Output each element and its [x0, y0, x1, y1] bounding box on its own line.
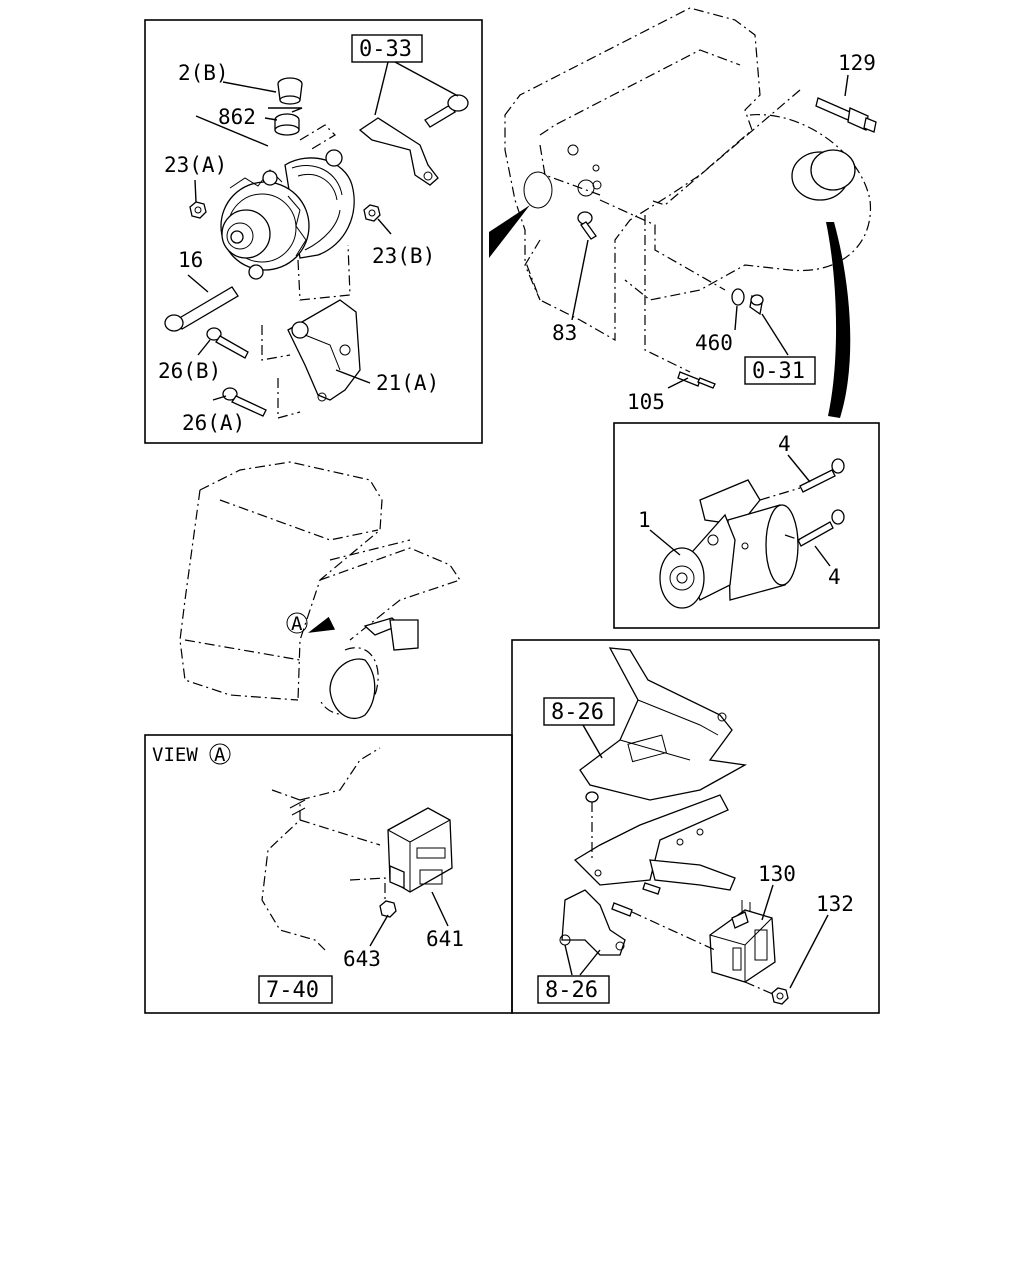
- callout-0-31: 0-31: [752, 359, 805, 384]
- starter-panel: [613, 422, 880, 629]
- callout-a-marker: A: [291, 613, 303, 635]
- view-a-panel-border: [144, 734, 513, 1014]
- ref-box-8-26-bottom: [537, 975, 610, 1004]
- alternator-drawing: [220, 149, 355, 280]
- callout-643: 643: [343, 947, 381, 971]
- callout-862: 862: [218, 105, 256, 129]
- callout-26b: 26(B): [158, 359, 221, 383]
- ref-box-0-31: [744, 356, 816, 385]
- ref-box-7-40: [258, 975, 333, 1004]
- cap-2b: [277, 77, 303, 105]
- bolt-4-bottom: [797, 509, 845, 547]
- bolt-bracket-2: [611, 882, 661, 917]
- nut-132: [771, 987, 789, 1005]
- bolt-26b: [206, 327, 249, 359]
- callout-21a: 21(A): [376, 371, 439, 395]
- callout-16: 16: [178, 248, 203, 272]
- callout-460: 460: [695, 331, 733, 355]
- bolt-bracket: [585, 791, 599, 860]
- callout-23a: 23(A): [164, 153, 227, 177]
- view-a-panel: [144, 734, 513, 1014]
- bolt-4-top: [799, 458, 845, 493]
- bolt-83: [577, 211, 597, 240]
- vehicle-cab-drawing: [179, 461, 461, 720]
- callout-130: 130: [758, 862, 796, 886]
- ref-box-8-26-top: [543, 697, 615, 726]
- engine-area: [489, 7, 877, 418]
- callout-7-40: 7-40: [266, 978, 319, 1003]
- bracket-panel: [511, 639, 880, 1014]
- callout-4-bottom: 4: [828, 565, 841, 589]
- alternator-panel: [144, 19, 483, 444]
- alternator-panel-border: [144, 19, 483, 444]
- ref-box-0-33: [351, 34, 423, 63]
- callout-105: 105: [627, 390, 665, 414]
- callout-labels: 2(B) 862 0-33 23(A) 23(B) 16 26(B) 21(A)…: [152, 34, 876, 1004]
- nut-23b: [363, 204, 381, 222]
- bolt-26a: [222, 387, 267, 417]
- callout-0-33: 0-33: [359, 37, 412, 62]
- engine-block-drawing: [504, 7, 872, 342]
- callout-129: 129: [838, 51, 876, 75]
- callout-83: 83: [552, 321, 577, 345]
- bolt-16: [164, 286, 239, 332]
- callout-23b: 23(B): [372, 244, 435, 268]
- bracket-0-33-drawing: [358, 94, 469, 186]
- callout-2b: 2(B): [178, 61, 229, 85]
- bracket-21a: [287, 299, 361, 402]
- callout-4-top: 4: [778, 432, 791, 456]
- callout-26a: 26(A): [182, 411, 245, 435]
- view-letter: A: [214, 744, 226, 766]
- fitting-105: [677, 371, 716, 389]
- callout-8-26-top: 8-26: [551, 700, 604, 725]
- callout-132: 132: [816, 892, 854, 916]
- relay-130: [709, 900, 776, 983]
- sensor-129: [815, 97, 877, 133]
- starter-panel-border: [613, 422, 880, 629]
- callout-1: 1: [638, 508, 651, 532]
- plug-0-31: [749, 294, 764, 316]
- bracket-panel-border: [511, 639, 880, 1014]
- bracket-drawing: [559, 647, 748, 956]
- callout-8-26-bottom: 8-26: [545, 978, 598, 1003]
- washer-460: [731, 288, 745, 306]
- nut-23a: [189, 201, 207, 219]
- starter-motor-drawing: [659, 479, 799, 609]
- washer-862: [274, 113, 300, 136]
- callout-641: 641: [426, 927, 464, 951]
- view-label: VIEW: [152, 744, 198, 766]
- view-a-drawing: [261, 747, 453, 951]
